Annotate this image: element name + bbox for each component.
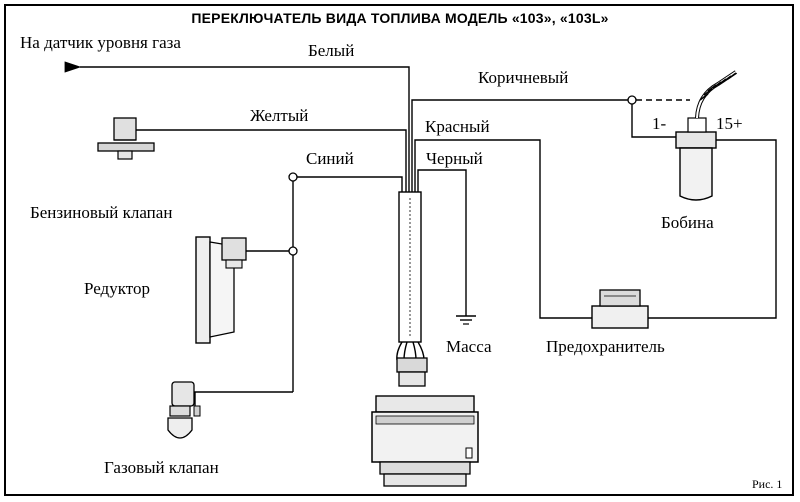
ground-label: Масса: [446, 337, 492, 356]
red-wire-label: Красный: [425, 117, 490, 136]
diagram-frame: [4, 4, 794, 496]
fuse-label: Предохранитель: [546, 337, 665, 356]
red-wire: [414, 139, 777, 319]
white-wire: [64, 61, 410, 192]
fuse: [591, 289, 649, 329]
cable-harness: [396, 191, 428, 387]
blue-wire-label: Синий: [306, 149, 354, 168]
brown-wire: [411, 95, 690, 192]
blue-wire: [194, 172, 403, 412]
brown-wire-connector: [627, 95, 637, 105]
ground-symbol: [456, 315, 476, 325]
yellow-wire: [136, 129, 407, 192]
reducer-label: Редуктор: [84, 279, 150, 298]
white-wire-label: Белый: [308, 41, 355, 60]
coil-minus-terminal-label: 1-: [652, 114, 667, 133]
black-wire-label: Черный: [426, 149, 483, 168]
coil-label: Бобина: [661, 213, 714, 232]
switch-unit: [371, 395, 479, 487]
gas-valve: [167, 381, 201, 439]
petrol-valve-label: Бензиновый клапан: [30, 203, 173, 222]
gas-valve-label: Газовый клапан: [104, 458, 219, 477]
coil-plus-terminal-label: 15+: [716, 114, 743, 133]
figure-label: Рис. 1: [752, 477, 783, 491]
black-wire: [417, 169, 476, 325]
reducer: [195, 236, 247, 344]
ignition-coil: [675, 70, 738, 201]
blue-wire-connector: [288, 172, 298, 182]
blue-wire-junction: [288, 246, 298, 256]
brown-wire-label: Коричневый: [478, 68, 569, 87]
petrol-valve: [97, 117, 155, 160]
gas-sensor-label: На датчик уровня газа: [20, 33, 181, 52]
diagram-title: ПЕРЕКЛЮЧАТЕЛЬ ВИДА ТОПЛИВА МОДЕЛЬ «103»,…: [191, 10, 609, 26]
yellow-wire-label: Желтый: [250, 106, 309, 125]
